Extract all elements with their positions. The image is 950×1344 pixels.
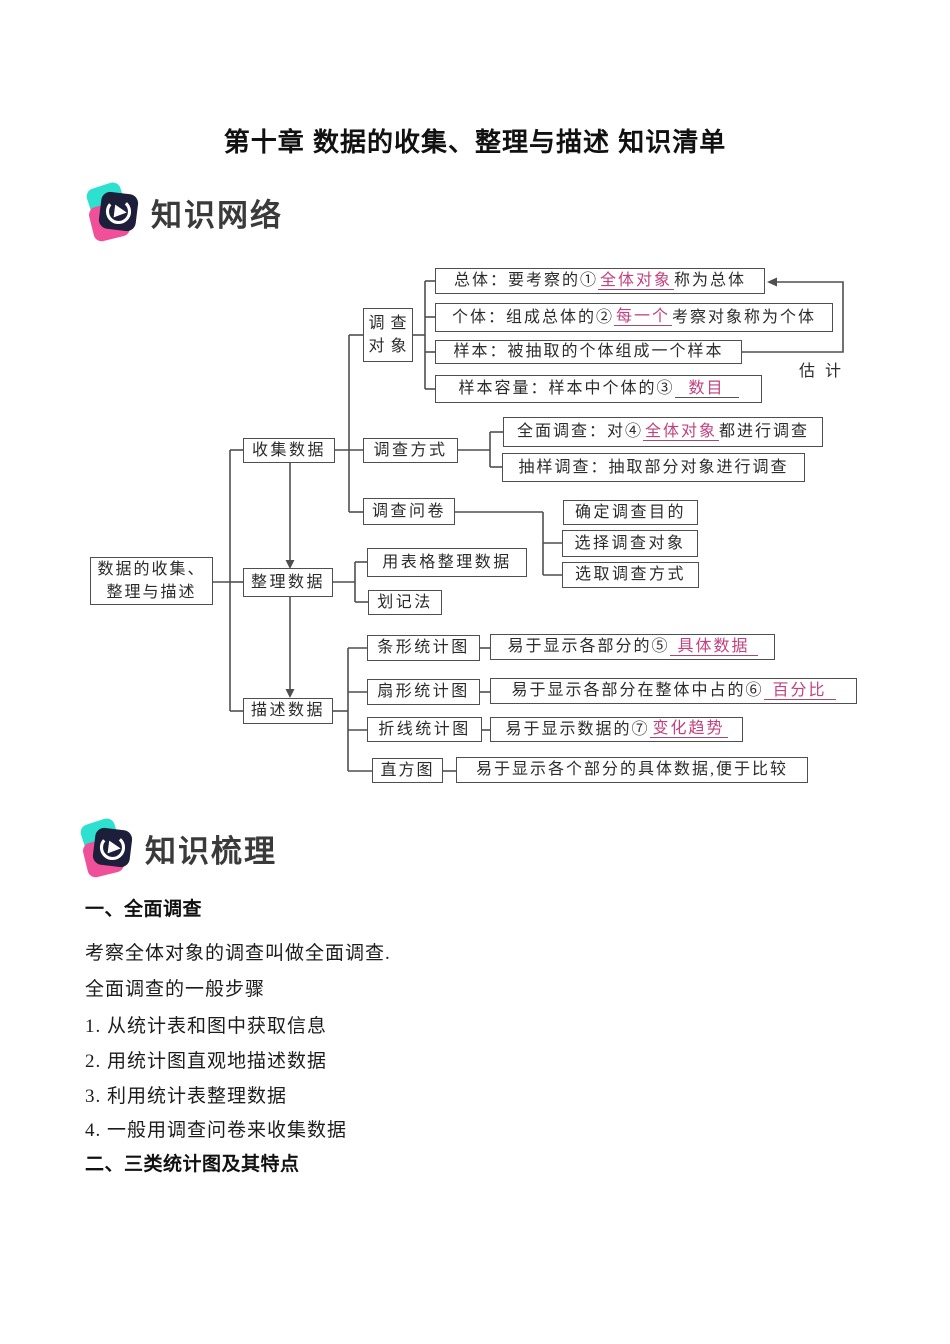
review-line: 考察全体对象的调查叫做全面调查. <box>85 943 391 964</box>
node-organize-data: 整理数据 <box>243 568 333 597</box>
survey-object-line2: 对 象 <box>368 338 408 355</box>
population-post: 称为总体 <box>674 272 747 289</box>
logo-play-button <box>97 190 140 233</box>
pie-desc-pre: 易于显示各部分在整体中占的⑥ <box>511 682 764 699</box>
node-collect-data: 收集数据 <box>243 438 335 463</box>
sample-size-pre: 样本容量：样本中个体的③ <box>458 380 675 397</box>
node-questionnaire: 调查问卷 <box>363 498 455 525</box>
bar-desc-blank: 具体数据 <box>669 638 758 656</box>
page-title: 第十章 数据的收集、整理与描述 知识清单 <box>223 127 727 157</box>
review-line: 3. 利用统计表整理数据 <box>85 1086 288 1107</box>
review-line: 全面调查的一般步骤 <box>85 979 266 1000</box>
node-survey-method: 调查方式 <box>363 438 458 463</box>
section-review-title: 知识梳理 <box>145 834 277 869</box>
review-heading-1: 一、全面调查 <box>85 899 203 920</box>
node-histogram: 直方图 <box>372 758 443 783</box>
census-pre: 全面调查：对④ <box>516 423 643 440</box>
bar-desc-pre: 易于显示各部分的⑤ <box>507 638 670 655</box>
review-line: 2. 用统计图直观地描述数据 <box>85 1051 328 1072</box>
play-logo-icon <box>84 180 142 243</box>
node-line-chart: 折线统计图 <box>367 717 482 742</box>
node-q-step-object: 选择调查对象 <box>562 530 698 557</box>
individual-blank: 每一个 <box>613 308 672 326</box>
node-pie-chart: 扇形统计图 <box>367 679 480 705</box>
line-desc-blank: 变化趋势 <box>649 721 728 738</box>
review-heading-2: 二、三类统计图及其特点 <box>85 1154 300 1175</box>
node-q-step-method: 选取调查方式 <box>562 562 699 588</box>
pie-desc-blank: 百分比 <box>763 682 836 700</box>
population-pre: 总体：要考察的① <box>453 272 598 289</box>
population-blank: 全体对象 <box>597 271 674 290</box>
node-tally-method: 划记法 <box>368 590 442 615</box>
play-icon <box>105 198 132 225</box>
node-histogram-desc: 易于显示各个部分的具体数据,便于比较 <box>456 757 808 783</box>
logo-play-button <box>91 826 134 869</box>
estimate-label: 估 计 <box>799 363 845 380</box>
node-describe-data: 描述数据 <box>243 698 333 724</box>
review-line: 4. 一般用调查问卷来收集数据 <box>85 1120 348 1141</box>
individual-pre: 个体：组成总体的② <box>451 308 614 326</box>
review-line: 1. 从统计表和图中获取信息 <box>85 1016 328 1037</box>
section-network-title: 知识网络 <box>151 198 283 233</box>
census-blank: 全体对象 <box>642 422 719 441</box>
individual-post: 考察对象称为个体 <box>672 308 817 326</box>
node-table-organize: 用表格整理数据 <box>367 548 527 577</box>
node-sample: 样本：被抽取的个体组成一个样本 <box>435 340 742 364</box>
node-survey-object: 调 查 对 象 <box>363 308 413 362</box>
play-icon <box>99 834 126 861</box>
play-logo-icon <box>78 816 136 879</box>
section-network-header: 知识网络 <box>84 180 283 243</box>
node-sampling-survey: 抽样调查：抽取部分对象进行调查 <box>502 453 805 482</box>
node-bar-chart: 条形统计图 <box>367 635 480 661</box>
survey-object-line1: 调 查 <box>368 314 408 332</box>
line-desc-pre: 易于显示数据的⑦ <box>505 720 650 738</box>
census-post: 都进行调查 <box>719 423 810 440</box>
root-line2: 整理与描述 <box>106 584 197 601</box>
sample-size-blank: 数目 <box>674 380 739 398</box>
root-line1: 数据的收集、 <box>97 560 206 578</box>
node-root: 数据的收集、 整理与描述 <box>90 557 213 605</box>
section-review-header: 知识梳理 <box>78 816 277 879</box>
node-q-step-goal: 确定调查目的 <box>563 500 698 525</box>
